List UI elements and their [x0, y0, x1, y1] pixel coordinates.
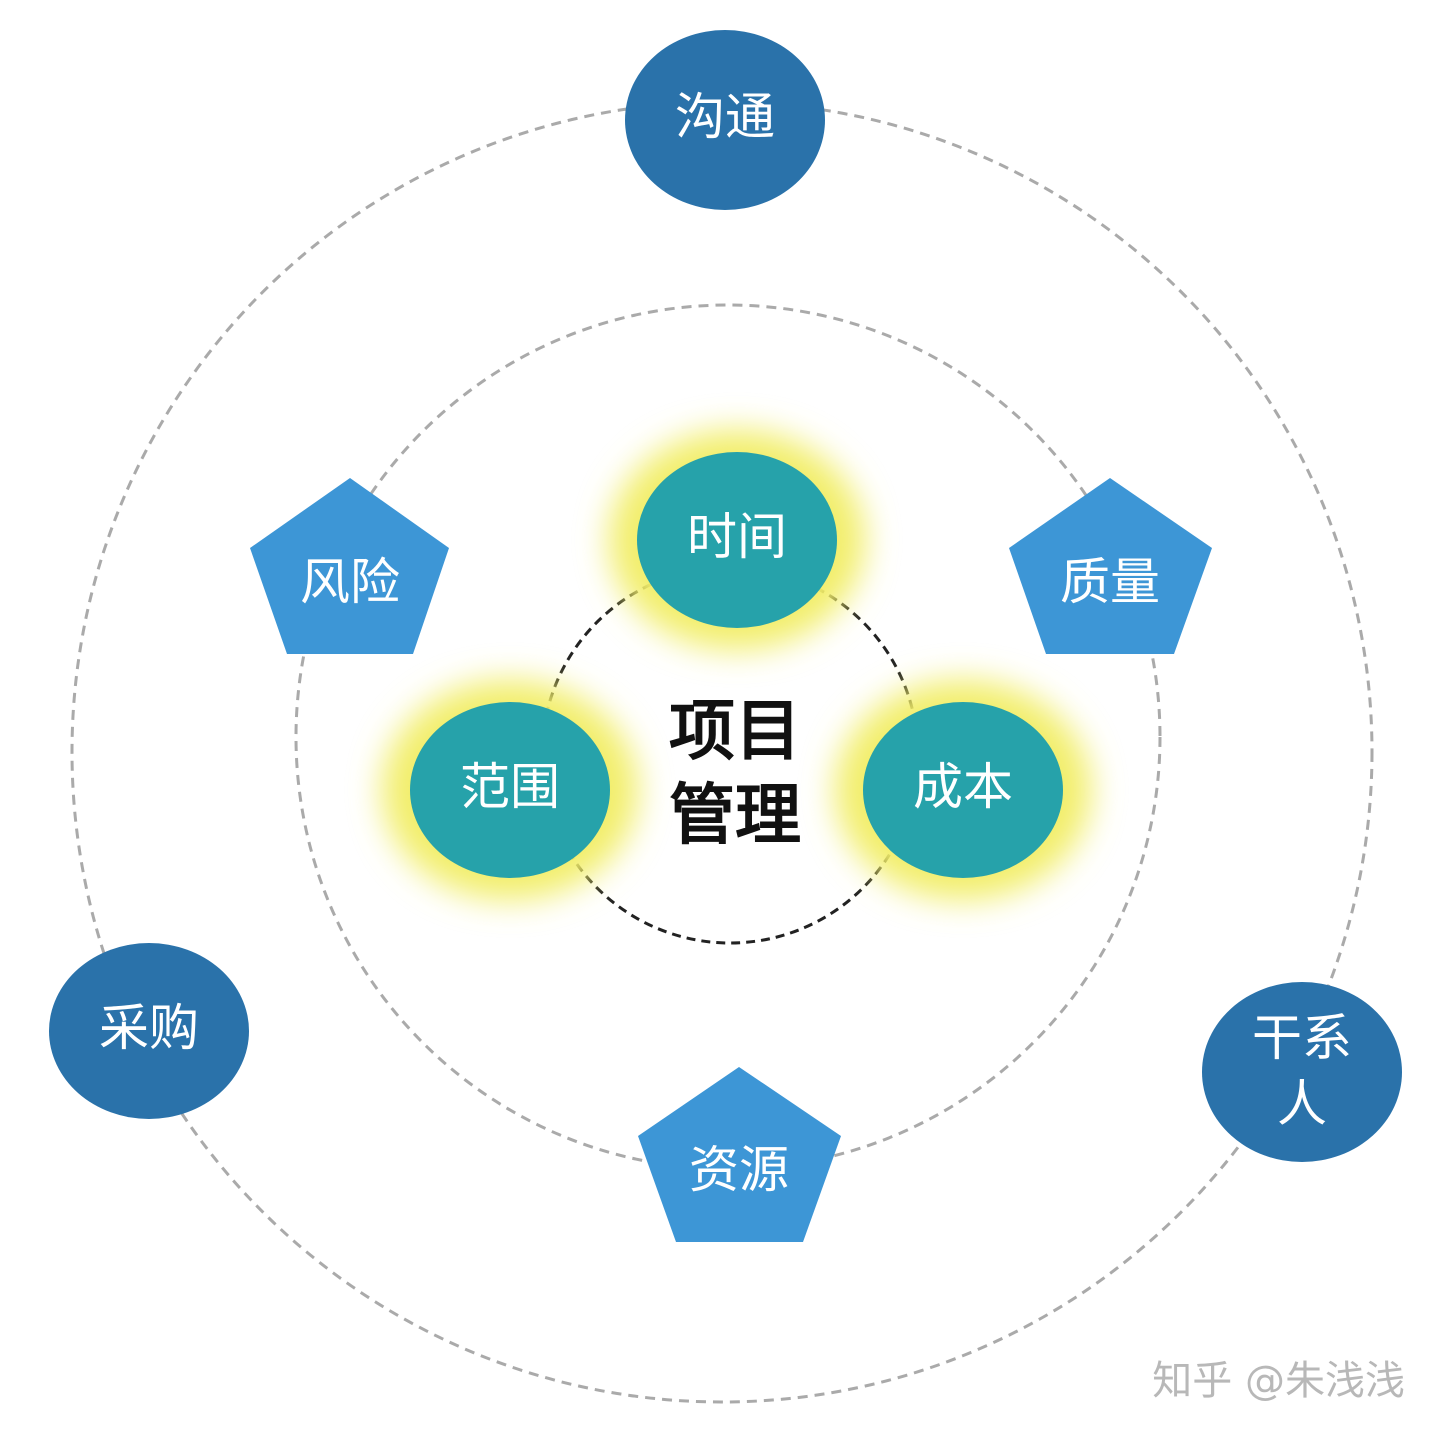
outer-node-communication: 沟通 [625, 30, 825, 210]
core-node-label: 成本 [913, 758, 1013, 816]
outer-node-shape [1202, 982, 1402, 1162]
core-node-shape [637, 452, 837, 628]
outer-node-shape [625, 30, 825, 210]
middle-node-label: 资源 [689, 1141, 789, 1199]
outer-node-shape [49, 943, 249, 1119]
center-label-line2: 管理 [669, 777, 801, 854]
outer-node-procurement: 采购 [49, 943, 249, 1119]
middle-node-quality: 质量 [1009, 478, 1212, 654]
core-node-label: 范围 [460, 758, 560, 816]
outer-node-label-line2: 人 [1277, 1075, 1327, 1133]
core-node-scope: 范围 [382, 680, 638, 900]
middle-node-label: 风险 [300, 553, 400, 611]
core-node-shape [410, 702, 610, 878]
core-node-shape [863, 702, 1063, 878]
pentagon-shape [638, 1067, 841, 1242]
core-node-time: 时间 [609, 430, 865, 650]
pentagon-shape [250, 478, 449, 654]
middle-node-resources: 资源 [638, 1067, 841, 1242]
outer-node-label: 沟通 [675, 88, 775, 146]
center-label-line1: 项目 [669, 693, 801, 770]
outer-node-label-line1: 干系 [1252, 1009, 1352, 1067]
outer-node-label: 采购 [99, 999, 199, 1057]
watermark: 知乎 @朱浅浅 [1152, 1358, 1405, 1404]
pentagon-shape [1009, 478, 1212, 654]
middle-node-risk: 风险 [250, 478, 449, 654]
middle-node-label: 质量 [1060, 553, 1160, 611]
core-node-label: 时间 [687, 508, 787, 566]
middle-ring [294, 303, 1162, 1171]
center-label: 项目 管理 [669, 693, 801, 854]
outer-node-stakeholders: 干系 人 [1202, 982, 1402, 1162]
core-node-cost: 成本 [835, 680, 1091, 900]
